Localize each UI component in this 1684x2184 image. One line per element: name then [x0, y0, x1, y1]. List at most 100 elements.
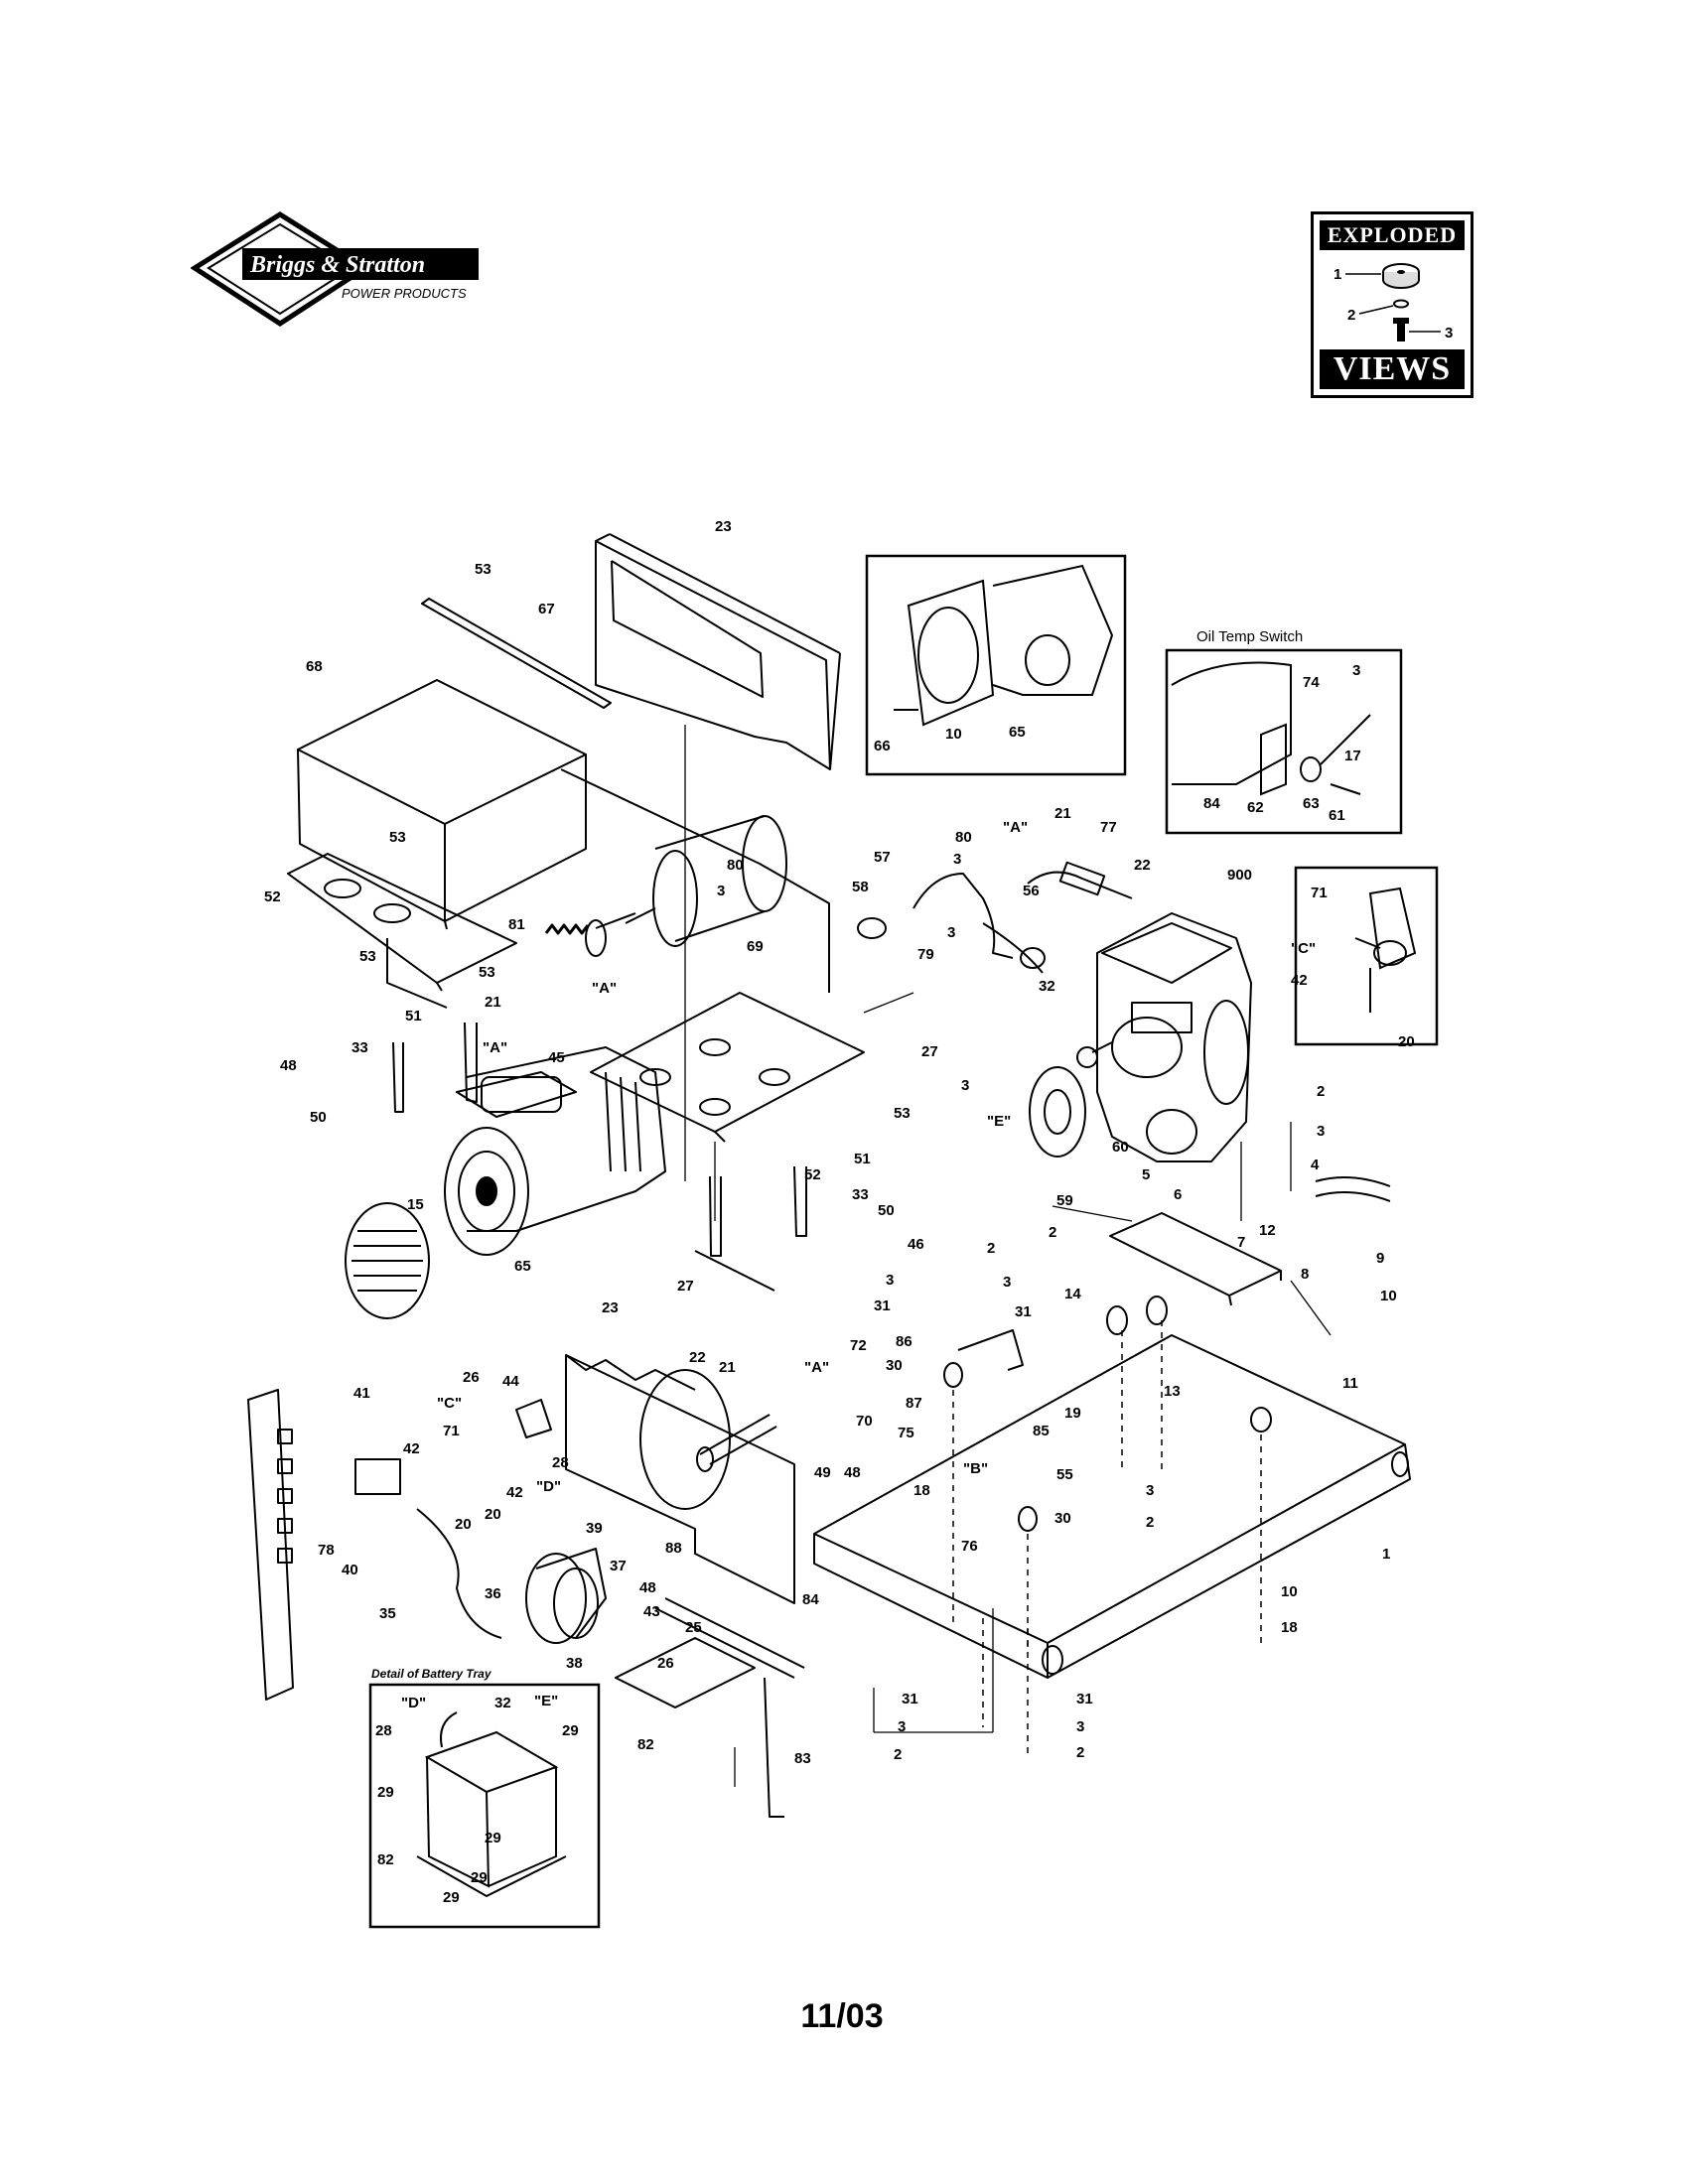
callout-85: 85 [1033, 1423, 1050, 1439]
exploded-diagram: Oil Temp Switch Detail of Battery Tray [247, 518, 1439, 1929]
engine-mount-plate [1109, 1212, 1282, 1306]
callout-49: 49 [814, 1464, 831, 1481]
callout-80: 80 [727, 857, 744, 874]
bracket-lower [793, 1165, 807, 1237]
briggs-stratton-logo: Briggs & Stratton POWER PRODUCTS [191, 211, 479, 327]
callout-2: 2 [1317, 1083, 1325, 1100]
relay [354, 1458, 401, 1495]
callout-22: 22 [689, 1349, 706, 1366]
callout-48: 48 [280, 1057, 297, 1074]
callout-A: "A" [1003, 819, 1028, 836]
flange [857, 917, 887, 939]
callout-18: 18 [913, 1482, 930, 1499]
engine [1076, 912, 1252, 1162]
callout-42: 42 [1291, 972, 1308, 989]
callout-3: 3 [961, 1077, 969, 1094]
detail-callout-D: "D" [401, 1695, 426, 1711]
callout-78: 78 [318, 1542, 335, 1559]
callout-39: 39 [586, 1520, 603, 1537]
callout-3: 3 [947, 924, 955, 941]
exhaust-gasket [1029, 1066, 1086, 1158]
callout-40: 40 [342, 1562, 358, 1578]
callout-53: 53 [479, 964, 495, 981]
callout-25: 25 [685, 1619, 702, 1636]
callout-42: 42 [506, 1484, 523, 1501]
callout-3: 3 [1352, 662, 1360, 679]
rail [664, 1597, 805, 1669]
detail-callout-82: 82 [377, 1851, 394, 1868]
detail-callout-29: 29 [562, 1722, 579, 1739]
callout-7: 7 [1237, 1234, 1245, 1251]
callout-69: 69 [747, 938, 764, 955]
exhaust-pipe [912, 873, 1014, 959]
badge-label-3: 3 [1445, 325, 1453, 341]
battery-support [764, 1677, 784, 1818]
callout-9: 9 [1376, 1250, 1384, 1267]
middle-shelf-plate [590, 992, 865, 1143]
inset-battery-tray-detail: Detail of Battery Tray [368, 1667, 601, 1929]
inset-oil-temp-switch: Oil Temp Switch [1165, 628, 1403, 835]
callout-14: 14 [1064, 1286, 1081, 1302]
callout-77: 77 [1100, 819, 1117, 836]
callout-E: "E" [987, 1113, 1011, 1130]
callout-82: 82 [637, 1736, 654, 1753]
oil-temp-switch-title: Oil Temp Switch [1196, 628, 1303, 645]
callout-C: "C" [437, 1395, 462, 1412]
callout-76: 76 [961, 1538, 978, 1555]
callout-18: 18 [1281, 1619, 1298, 1636]
badge-label-2: 2 [1347, 307, 1355, 324]
fuel-hose [1315, 1176, 1391, 1187]
bracket-upper-left [392, 1041, 404, 1113]
callout-31: 31 [874, 1297, 891, 1314]
mount-hardware [943, 1296, 1272, 1532]
callout-52: 52 [264, 888, 281, 905]
callout-71: 71 [443, 1423, 460, 1439]
callout-1: 1 [1382, 1546, 1390, 1563]
callout-58: 58 [852, 879, 869, 895]
callout-61: 61 [1329, 807, 1345, 824]
inset-flywheel-housing [865, 554, 1127, 776]
callout-2: 2 [1049, 1224, 1056, 1241]
callout-31: 31 [1076, 1691, 1093, 1707]
callout-13: 13 [1164, 1383, 1181, 1400]
detail-callout-29: 29 [377, 1784, 394, 1801]
callout-900: 900 [1227, 867, 1252, 884]
callout-C: "C" [1291, 940, 1316, 957]
battery-box-rail [247, 1389, 294, 1701]
callout-72: 72 [850, 1337, 867, 1354]
callout-65: 65 [514, 1258, 531, 1275]
callout-10: 10 [1281, 1583, 1298, 1600]
callout-53: 53 [389, 829, 406, 846]
callout-44: 44 [502, 1373, 519, 1390]
callout-3: 3 [898, 1718, 906, 1735]
callout-51: 51 [405, 1008, 422, 1024]
callout-87: 87 [906, 1395, 922, 1412]
callout-48: 48 [844, 1464, 861, 1481]
shaft [709, 1426, 777, 1465]
callout-55: 55 [1056, 1466, 1073, 1483]
frame-line [386, 938, 448, 1009]
fan-guard-grille [345, 1202, 430, 1319]
detail-callout-29: 29 [485, 1830, 501, 1846]
battery-cable [416, 1508, 502, 1639]
callout-2: 2 [894, 1746, 902, 1763]
callout-23: 23 [715, 518, 732, 535]
callout-74: 74 [1303, 674, 1320, 691]
callout-45: 45 [548, 1049, 565, 1066]
badge-top-text: EXPLODED [1320, 220, 1465, 250]
frame-line [560, 768, 830, 993]
callout-51: 51 [854, 1151, 871, 1167]
callout-67: 67 [538, 601, 555, 617]
callout-5: 5 [1142, 1166, 1150, 1183]
callout-3: 3 [1003, 1274, 1011, 1291]
callout-A: "A" [592, 980, 617, 997]
brand-name: Briggs & Stratton [249, 252, 425, 278]
exploded-views-badge: EXPLODED 1 2 3 VIEWS [1311, 211, 1474, 398]
callout-10: 10 [1380, 1288, 1397, 1304]
callout-32: 32 [1039, 978, 1055, 995]
callout-17: 17 [1344, 748, 1361, 764]
callout-62: 62 [1247, 799, 1264, 816]
bracket-lower-left [709, 1175, 722, 1257]
callout-41: 41 [353, 1385, 370, 1402]
callout-86: 86 [896, 1333, 912, 1350]
